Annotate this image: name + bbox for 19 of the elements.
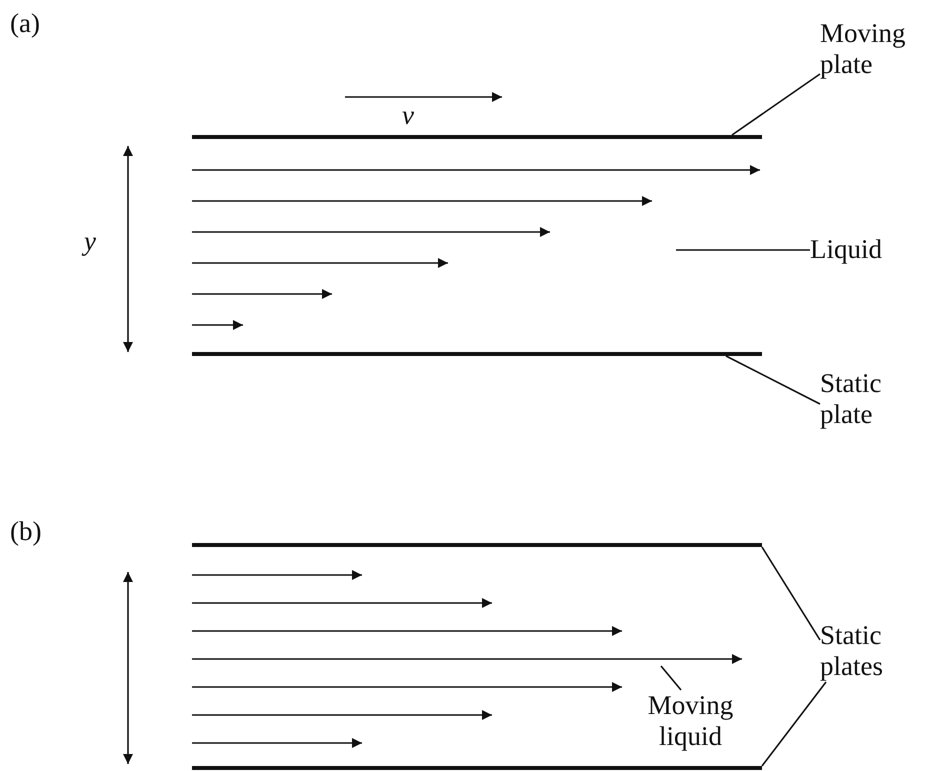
part-label: Liquid: [810, 234, 920, 265]
leader-line: [676, 249, 810, 251]
panel-label: (b): [10, 516, 42, 547]
part-label: Static plate: [820, 368, 910, 430]
part-label: Moving plate: [820, 18, 910, 80]
plate: [192, 543, 762, 547]
leader-line: [660, 665, 682, 691]
part-label: Moving liquid: [628, 690, 753, 752]
leader-line: [761, 682, 827, 766]
leader-line: [726, 355, 820, 405]
plate: [192, 135, 762, 139]
panel-label: (a): [10, 8, 40, 39]
part-label: Static plates: [820, 620, 920, 682]
plate: [192, 352, 762, 356]
leader-line: [732, 73, 820, 136]
variable-label: y: [84, 226, 96, 257]
leader-line: [761, 546, 821, 640]
variable-label: v: [402, 100, 414, 131]
plate: [192, 766, 762, 770]
